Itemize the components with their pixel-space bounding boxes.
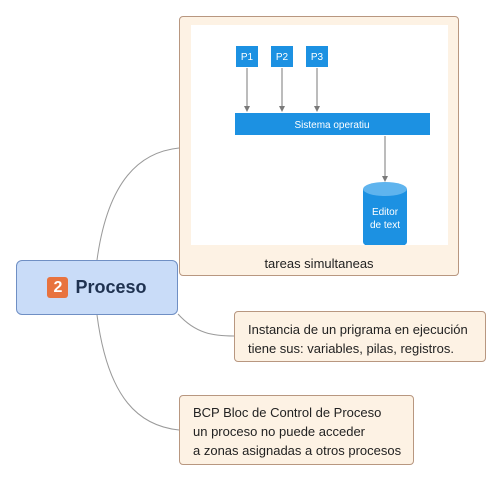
subtopic-text-line: tiene sus: variables, pilas, registros. (248, 341, 454, 356)
connector-to-bcp (96, 314, 180, 431)
process-p1-box (236, 46, 258, 67)
operating-system-bar (235, 113, 430, 135)
process-diagram-svg: P1 P2 P3 Sistema operatiu Editor de text (235, 46, 430, 249)
subtopic-tareas-simultaneas[interactable]: P1 P2 P3 Sistema operatiu Editor de text… (179, 16, 459, 276)
topic-number-badge: 2 (47, 277, 69, 298)
subtopic-instancia[interactable]: Instancia de un prigrama en ejecución ti… (234, 311, 486, 362)
subtopic-text-line: BCP Bloc de Control de Proceso (193, 405, 382, 420)
operating-system-label: Sistema operatiu (294, 120, 369, 131)
process-diagram-image: P1 P2 P3 Sistema operatiu Editor de text (191, 25, 448, 249)
subtopic-bcp[interactable]: BCP Bloc de Control de Proceso un proces… (179, 395, 414, 465)
process-p2-box (271, 46, 293, 67)
editor-database-body (363, 189, 407, 249)
process-p1-label: P1 (241, 52, 254, 63)
process-p2-label: P2 (276, 52, 289, 63)
subtopic-text-line: un proceso no puede acceder (193, 424, 366, 439)
editor-database-label-line1: Editor (372, 207, 399, 218)
connector-to-tareas (96, 147, 180, 261)
central-topic-label: Proceso (75, 277, 147, 297)
central-topic-proceso[interactable]: 2 Proceso (16, 260, 178, 315)
editor-database-top (363, 182, 407, 196)
connector-to-instancia (177, 313, 235, 337)
editor-database-label-line2: de text (370, 220, 400, 231)
subtopic-text-line: a zonas asignadas a otros procesos (193, 443, 402, 458)
subtopic-text-line: Instancia de un prigrama en ejecución (248, 322, 468, 337)
subtopic-caption: tareas simultaneas (264, 256, 374, 271)
process-p3-box (306, 46, 328, 67)
process-p3-label: P3 (311, 52, 324, 63)
